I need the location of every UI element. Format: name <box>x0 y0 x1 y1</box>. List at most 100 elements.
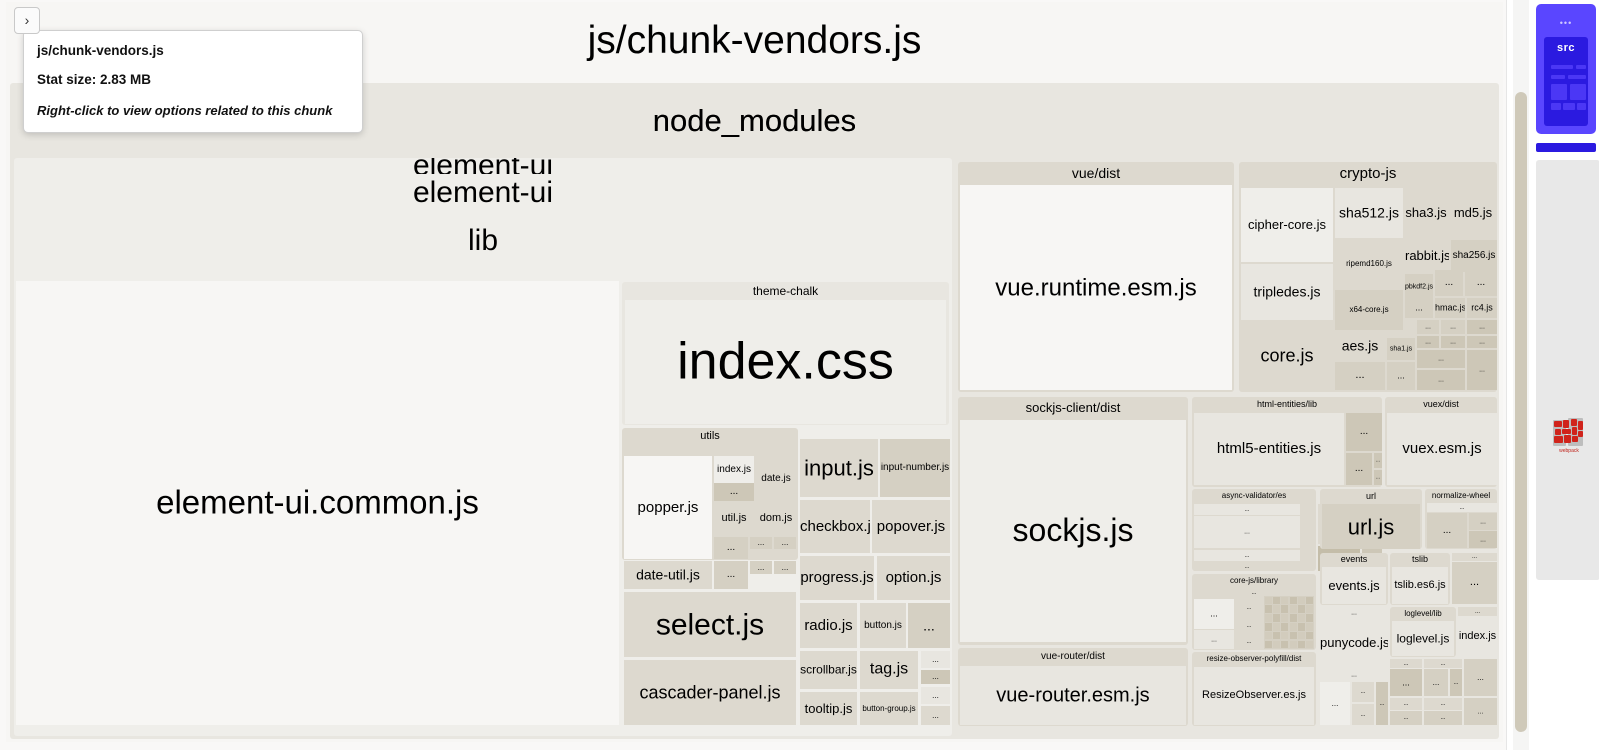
treemap-node-utils-dots-1[interactable]: ... <box>714 483 754 501</box>
treemap-node-cell[interactable] <box>1264 631 1272 640</box>
treemap-node-cell[interactable] <box>1289 605 1297 613</box>
treemap-node-cj-dots-8[interactable]: ... <box>1467 320 1497 334</box>
treemap-node-select-js[interactable]: select.js <box>624 592 796 657</box>
treemap-node-cell[interactable] <box>1272 623 1280 631</box>
minimap-card-src[interactable]: ••• src <box>1536 4 1596 134</box>
treemap-node-utils-dots-2[interactable]: ... <box>714 537 748 559</box>
treemap-node-cj-dots-4[interactable]: ... <box>1417 320 1439 334</box>
treemap-node-tr-dots-2[interactable]: ... <box>1452 562 1497 604</box>
treemap-node-tag-js[interactable]: tag.js <box>860 651 918 689</box>
treemap-node-utils-dots-3[interactable]: ... <box>750 537 772 549</box>
treemap-node-loglevel-js[interactable]: loglevel.js <box>1392 621 1454 656</box>
treemap-node-cell[interactable] <box>1289 623 1297 631</box>
page-scrollbar-thumb[interactable] <box>1515 92 1527 732</box>
treemap-node-nw-dots-3[interactable]: ... <box>1469 513 1497 530</box>
treemap-node-br-dots-14[interactable]: ... <box>1424 698 1462 710</box>
treemap-node-cell[interactable] <box>1297 631 1305 640</box>
treemap-node-cell[interactable] <box>1264 614 1272 622</box>
treemap-node-vue-runtime[interactable]: vue.runtime.esm.js <box>960 185 1232 390</box>
treemap-node-radio-js[interactable]: radio.js <box>800 603 857 648</box>
treemap-node-cell[interactable] <box>1272 614 1280 622</box>
treemap-node-cell[interactable] <box>1264 640 1272 649</box>
treemap-node-du-dots-2[interactable]: ... <box>750 561 772 574</box>
treemap-node-cell[interactable] <box>1272 605 1280 613</box>
treemap-node-cell[interactable] <box>1306 605 1314 613</box>
treemap-node-tr-dots-1[interactable]: ... <box>1452 553 1497 561</box>
treemap-node-aes[interactable]: aes.js <box>1335 332 1385 360</box>
treemap-node-du-dots-1[interactable]: ... <box>714 561 748 589</box>
treemap-node-dom-js[interactable]: dom.js <box>756 503 796 535</box>
treemap-node-cell[interactable] <box>1281 631 1289 640</box>
treemap-node-cell[interactable] <box>1306 631 1314 640</box>
treemap-node-punycode-dots[interactable]: ... <box>1320 607 1388 618</box>
treemap-node-button-js[interactable]: button.js <box>860 603 906 648</box>
treemap-node-url-js[interactable]: url.js <box>1322 504 1420 549</box>
treemap-node-cjl-dots-5[interactable]: ... <box>1236 635 1262 649</box>
treemap-node-utils-index[interactable]: index.js <box>714 456 754 484</box>
treemap-node-cipher-core[interactable]: cipher-core.js <box>1241 188 1333 262</box>
treemap-node-input-number[interactable]: input-number.js <box>880 439 950 497</box>
treemap-node-html5-entities[interactable]: html5-entities.js <box>1194 413 1344 485</box>
treemap-node-cell[interactable] <box>1306 614 1314 622</box>
treemap-node-element-ui-common[interactable]: element-ui.common.js <box>16 281 619 725</box>
treemap-node-cj-dots-1[interactable]: ... <box>1435 270 1463 296</box>
treemap-node-sha1[interactable]: sha1.js <box>1387 338 1415 360</box>
treemap-node-cell[interactable] <box>1297 605 1305 613</box>
treemap-node-rc4[interactable]: rc4.js <box>1467 298 1497 318</box>
treemap-node-cell[interactable] <box>1306 640 1314 649</box>
treemap-node-tslib-es6[interactable]: tslib.es6.js <box>1392 567 1448 604</box>
treemap-node-tripledes[interactable]: tripledes.js <box>1241 264 1333 320</box>
treemap-node-cell[interactable] <box>1281 640 1289 649</box>
treemap-node-br-dots-7[interactable]: ... <box>1320 669 1388 680</box>
treemap-node-el-dots-4[interactable]: ... <box>921 687 950 704</box>
treemap-node-br-dots-11[interactable]: ... <box>1376 682 1388 725</box>
treemap-node-vuex-esm[interactable]: vuex.esm.js <box>1387 413 1497 485</box>
treemap-node-cell[interactable] <box>1297 623 1305 631</box>
treemap-node-checkbox-js[interactable]: checkbox.js <box>800 500 870 553</box>
treemap-node-av-dots-b[interactable]: ... <box>1194 516 1300 548</box>
treemap-node-md5[interactable]: md5.js <box>1449 188 1497 238</box>
treemap-node-punycode-js[interactable]: punycode.js <box>1320 619 1388 667</box>
treemap-node-idx-dots[interactable]: ... <box>1458 607 1497 616</box>
treemap-node-he-dots-1[interactable]: ... <box>1346 413 1382 451</box>
treemap-node-index-css[interactable]: index.css <box>625 300 946 424</box>
treemap-node-el-dots-3[interactable]: ... <box>921 670 950 684</box>
treemap-node-br-dots-6[interactable]: ... <box>1464 659 1497 696</box>
treemap-node-tooltip-js[interactable]: tooltip.js <box>800 692 857 725</box>
treemap-node-core-js-crypto[interactable]: core.js <box>1241 322 1333 390</box>
treemap-node-cell[interactable] <box>1281 614 1289 622</box>
treemap-node-cj-dots-14[interactable]: ... <box>1467 350 1497 390</box>
treemap-node-br-dots-5[interactable]: ... <box>1450 669 1462 696</box>
treemap-node-resize-obs-js[interactable]: ResizeObserver.es.js <box>1194 667 1314 725</box>
treemap-node-events-js[interactable]: events.js <box>1322 567 1386 604</box>
treemap-node-av-dots-a[interactable]: ... <box>1194 504 1300 515</box>
treemap-node-sha512[interactable]: sha512.js <box>1335 188 1403 238</box>
treemap-node-popper[interactable]: popper.js <box>624 456 712 559</box>
treemap-node-cell[interactable] <box>1264 605 1272 613</box>
treemap-node-cell[interactable] <box>1297 640 1305 649</box>
treemap-node-input-js[interactable]: input.js <box>800 439 878 497</box>
treemap-node-sockjs-js[interactable]: sockjs.js <box>960 420 1186 642</box>
treemap-node-br-dots-2[interactable]: ... <box>1390 669 1422 696</box>
treemap-node-cell[interactable] <box>1281 605 1289 613</box>
treemap-node-ripemd160[interactable]: ripemd160.js <box>1335 240 1403 288</box>
treemap-node-nw-dots-1[interactable]: ... <box>1427 503 1497 512</box>
treemap-node-cell[interactable] <box>1297 596 1305 605</box>
treemap-node-he-dots-2[interactable]: ... <box>1346 453 1372 485</box>
treemap-node-date-js[interactable]: date.js <box>756 456 796 501</box>
treemap-node-br-dots-8[interactable]: ... <box>1320 682 1350 725</box>
show-sidebar-button[interactable]: › <box>14 7 40 34</box>
treemap-node-pbkdf2[interactable]: pbkdf2.js <box>1405 274 1433 299</box>
treemap-node-rabbit[interactable]: rabbit.js <box>1405 240 1449 272</box>
treemap-node-cell[interactable] <box>1297 614 1305 622</box>
treemap-node-scrollbar-js[interactable]: scrollbar.js <box>800 651 857 689</box>
treemap-node-cj-dots-10[interactable]: ... <box>1335 362 1385 390</box>
treemap-node-cjl-dots-3[interactable]: ... <box>1236 599 1262 616</box>
treemap-node-el-dots-1[interactable]: ... <box>908 603 950 648</box>
treemap-node-vue-router-esm[interactable]: vue-router.esm.js <box>960 666 1186 725</box>
treemap-node-el-dots-5[interactable]: ... <box>921 706 950 725</box>
treemap-node-hmac[interactable]: hmac.js <box>1435 298 1465 318</box>
treemap-node-sha256[interactable]: sha256.js <box>1451 240 1497 272</box>
treemap-node-av-dots-d[interactable]: ... <box>1194 562 1300 571</box>
treemap-node-cell[interactable] <box>1272 631 1280 640</box>
